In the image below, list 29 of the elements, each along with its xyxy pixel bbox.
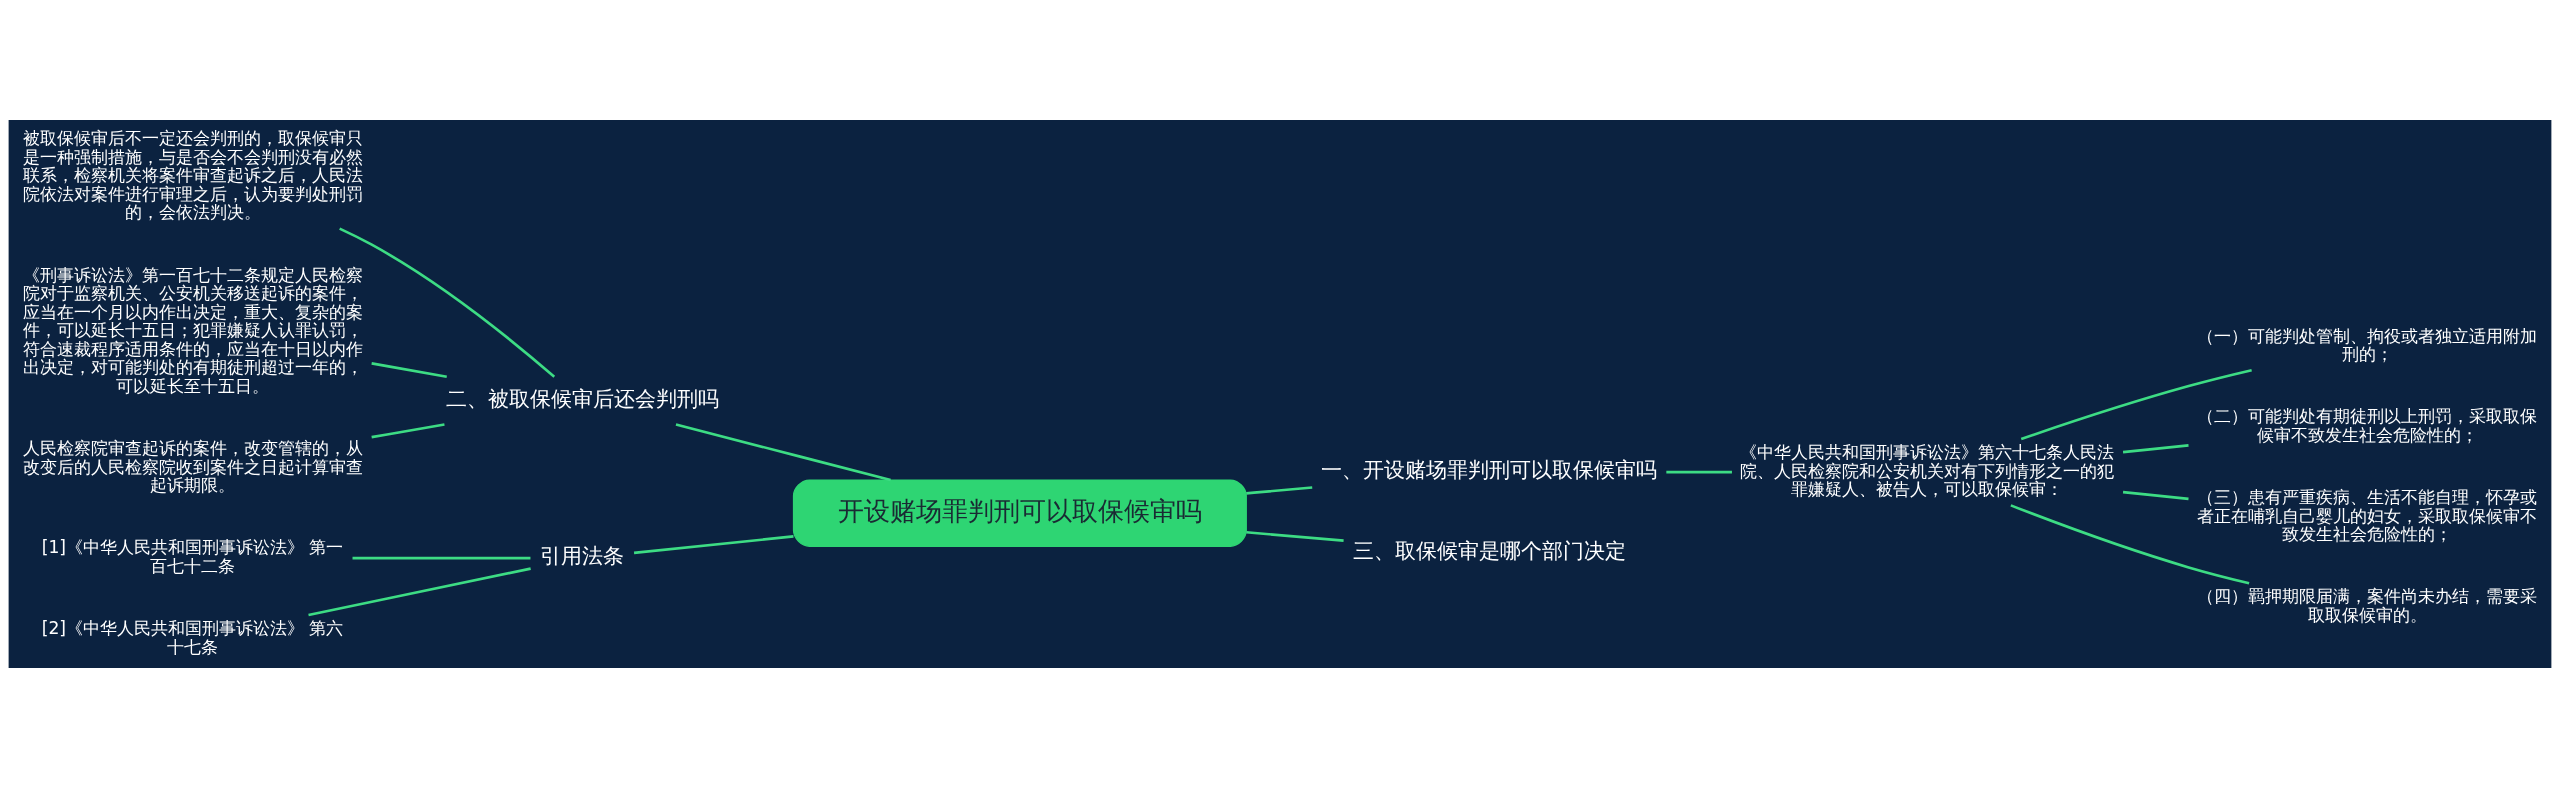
connector — [2122, 443, 2189, 453]
connector — [371, 422, 445, 438]
node-text: 一、开设赌场罪判刑可以取保候审吗 — [1321, 456, 1658, 482]
connector — [1246, 530, 1344, 542]
connector — [308, 566, 531, 616]
node-text: 《刑事诉讼法》第一百七十二条规定人民检察院对于监察机关、公安机关移送起诉的案件，应当在一个月以内作出决定，重大、复杂的案件，可以延长十五日；犯罪嫌疑人认罪认罚，符合速裁程序适用条件的，应当在十日以内作出决定，对可能判处的有期徒刑超过一年的，可以延长至十五日。 — [22, 264, 363, 396]
node-text: 二、被取保候审后还会判刑吗 — [445, 385, 719, 411]
node-text: （一）可能判处管制、拘役或者独立适用附加刑的； — [2197, 325, 2538, 364]
connector — [2122, 490, 2189, 500]
connector — [1246, 485, 1313, 495]
node-text: 《中华人民共和国刑事诉讼法》第六十七条人民法院、人民检察院和公安机关对有下列情形之一的犯罪嫌疑人、被告人，可以取保候审： — [1740, 441, 2115, 499]
connector — [1666, 470, 1732, 473]
node-text: 三、取保候审是哪个部门决定 — [1352, 537, 1626, 563]
connector — [371, 361, 447, 378]
node-text: （三）患有严重疾病、生活不能自理，怀孕或者正在哺乳自己婴儿的妇女，采取取保候审不致发生社会危险性的； — [2197, 486, 2538, 544]
node-text: [2]《中华人民共和国刑事诉讼法》 第六十七条 — [41, 617, 344, 657]
node-box: 开设赌场罪判刑可以取保候审吗 — [792, 478, 1247, 547]
node-text: （二）可能判处有期徒刑以上刑罚，采取取保候审不致发生社会危险性的； — [2197, 405, 2538, 445]
node-text: 引用法条 — [540, 542, 625, 568]
connector — [2010, 503, 2250, 584]
connector — [675, 422, 891, 481]
connector — [339, 226, 556, 378]
connector — [633, 534, 794, 554]
node-text: 人民检察院审查起诉的案件，改变管辖的，从改变后的人民检察院收到案件之日起计算审查起诉期限。 — [22, 437, 363, 495]
node-text: [1]《中华人民共和国刑事诉讼法》 第一百七十二条 — [41, 536, 344, 576]
connector — [352, 556, 531, 559]
connector — [2020, 368, 2252, 440]
node-text: 被取保候审后不一定还会判刑的，取保候审只是一种强制措施，与是否会不会判刑没有必然联系，检察机关将案件审查起诉之后，人民法院依法对案件进行审理之后，认为要判处刑罚的，会依法判决。 — [22, 127, 363, 222]
node-text: （四）羁押期限届满，案件尚未办结，需要采取取保候审的。 — [2197, 585, 2538, 625]
